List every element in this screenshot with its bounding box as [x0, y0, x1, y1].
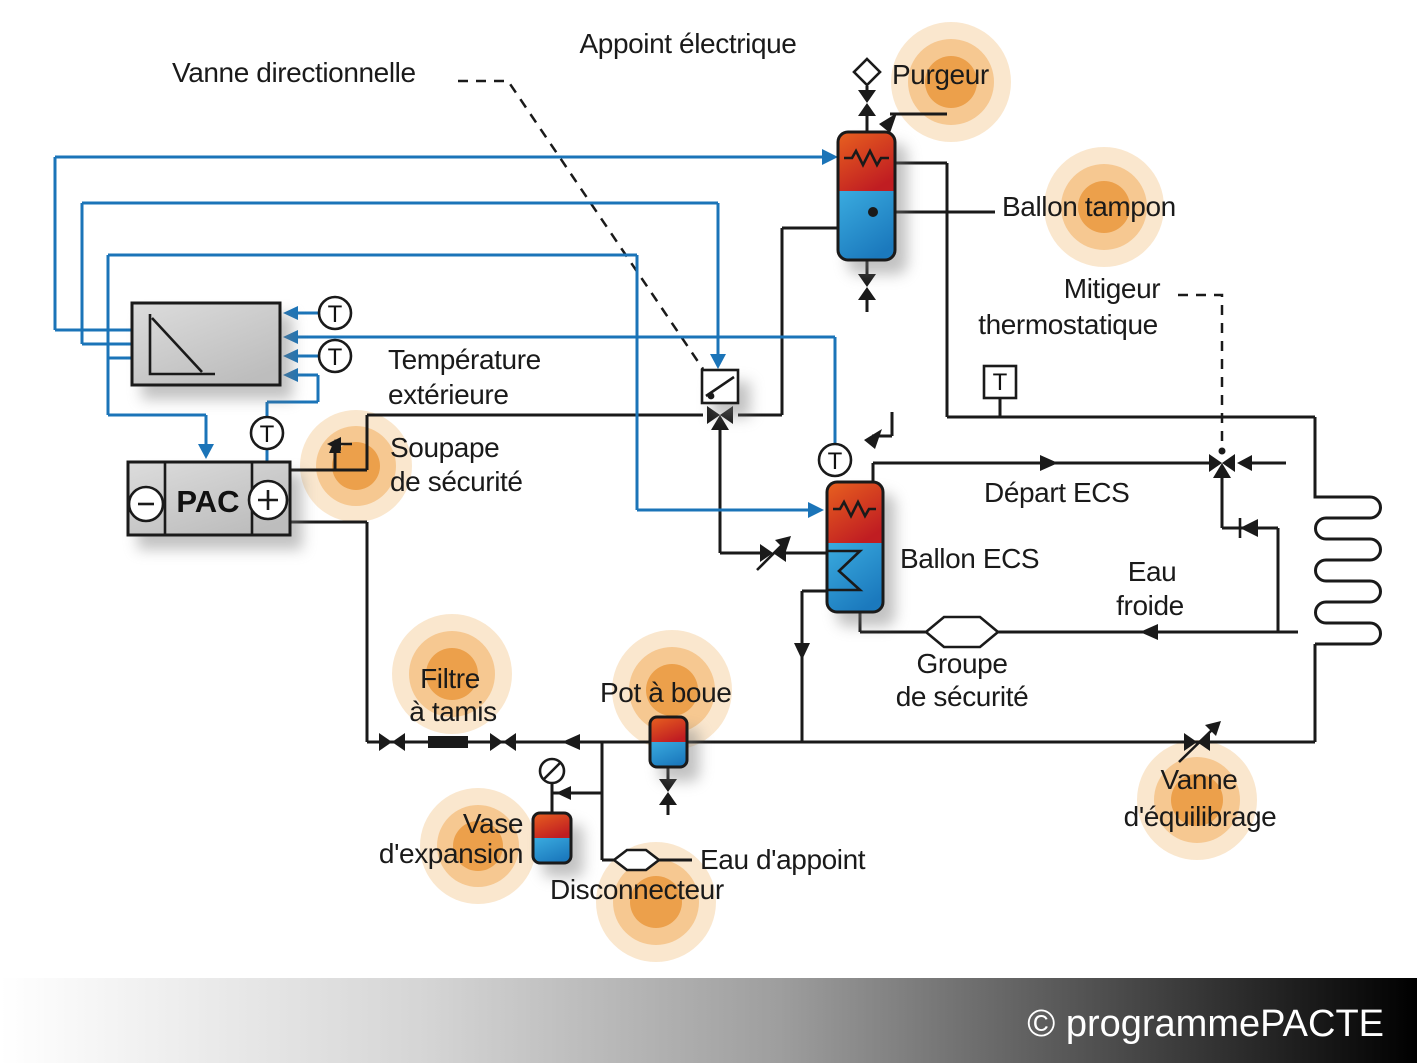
- mixing-valve-icon: [1209, 447, 1235, 478]
- shutoff-valve-icon: [379, 733, 516, 751]
- label-ballon-ecs: Ballon ECS: [900, 543, 1039, 574]
- glow-pot-a-boue: [612, 630, 732, 750]
- label-eau-appoint: Eau d'appoint: [700, 844, 866, 875]
- black-pipes: [290, 86, 1382, 862]
- glow-vase: [420, 788, 536, 904]
- disconnecteur-icon: [611, 848, 662, 872]
- balancing-valve-icon: [1178, 721, 1221, 763]
- label-pot-a-boue: Pot à boue: [600, 677, 731, 708]
- glow-filtre: [392, 614, 512, 734]
- mitigeur-leader: [1178, 293, 1224, 449]
- electric-heater-icon: [844, 148, 889, 168]
- isolation-valve-icon: [538, 757, 566, 785]
- label-filtre-1: Filtre: [420, 663, 480, 694]
- label-vanne-eq-2: d'équilibrage: [1124, 801, 1277, 832]
- label-vase-2: d'expansion: [379, 838, 523, 869]
- label-purgeur: Purgeur: [892, 59, 989, 90]
- label-soupape-1: Soupape: [390, 432, 499, 463]
- svg-text:T: T: [328, 301, 343, 328]
- regulating-valve-icon: [756, 536, 791, 571]
- pac-label: PAC: [176, 484, 239, 519]
- label-depart-ecs: Départ ECS: [984, 477, 1129, 508]
- heating-curve-controller: [130, 301, 282, 387]
- glow-ballon-tampon: [1044, 147, 1164, 267]
- glow-vanne-equilibrage: [1137, 740, 1257, 860]
- svg-text:T: T: [328, 344, 343, 371]
- copyright-text: © programmePACTE: [1027, 1003, 1384, 1045]
- thermostat-icon: T: [982, 364, 1018, 400]
- temp-sensor-icon: T: [317, 338, 353, 374]
- directional-valve-icon: [700, 368, 740, 430]
- ballon-ecs-tank: [825, 480, 885, 614]
- label-eau-froide-2: froide: [1116, 590, 1184, 621]
- glow-soupape: [300, 410, 412, 522]
- heating-coil: [1313, 417, 1382, 742]
- drain-valve-tampon-icon: [858, 274, 876, 300]
- strainer-filter-icon: [428, 736, 468, 748]
- heating-curve-icon: [151, 317, 203, 373]
- ballon-tampon-tank: [836, 130, 897, 262]
- label-groupe-2: de sécurité: [896, 681, 1029, 712]
- drain-valve-pot-icon: [659, 779, 677, 805]
- temp-sensor-icon: T: [817, 442, 853, 478]
- label-mitigeur-1: Mitigeur: [1064, 273, 1160, 304]
- safety-valve-icon: [327, 437, 352, 453]
- label-groupe-1: Groupe: [917, 648, 1008, 679]
- blue-pipes: [53, 149, 838, 518]
- label-appoint-electrique: Appoint électrique: [580, 28, 797, 59]
- label-temperature-1: Température: [388, 344, 541, 375]
- glow-disconnecteur: [596, 842, 716, 962]
- vanne-directionnelle-leader: [458, 79, 705, 370]
- temp-sensor-icon: T: [317, 295, 353, 331]
- pac-unit: PAC: [126, 460, 292, 537]
- curve-axes-icon: [148, 314, 215, 376]
- footer-bar: © programmePACTE: [0, 978, 1417, 1063]
- svg-text:T: T: [828, 448, 843, 475]
- sensor-dot: [868, 207, 878, 217]
- label-vase-1: Vase: [463, 808, 523, 839]
- label-temperature-2: extérieure: [388, 379, 509, 410]
- label-ballon-tampon: Ballon tampon: [1002, 191, 1176, 222]
- label-disconnecteur: Disconnecteur: [550, 874, 724, 905]
- label-eau-froide-1: Eau: [1128, 556, 1177, 587]
- diagram-labels: Vanne directionnelle Appoint électrique …: [172, 28, 1277, 905]
- air-vent-purgeur-icon: [852, 57, 882, 116]
- electric-heater-icon: [833, 499, 876, 519]
- label-filtre-2: à tamis: [409, 696, 496, 727]
- internal-coil-icon: [827, 549, 864, 592]
- label-vanne-directionnelle: Vanne directionnelle: [172, 57, 416, 88]
- label-mitigeur-2: thermostatique: [978, 309, 1158, 340]
- check-valve-icon: [1238, 518, 1258, 538]
- pot-a-boue-vessel: [648, 715, 689, 769]
- svg-text:T: T: [260, 421, 275, 448]
- glow-purgeur: [891, 22, 1011, 142]
- label-soupape-2: de sécurité: [390, 466, 523, 497]
- flow-arrows: [556, 113, 1252, 800]
- svg-text:T: T: [993, 369, 1008, 396]
- highlight-glows: [300, 22, 1257, 962]
- temp-sensor-icon: T: [249, 415, 285, 451]
- label-vanne-eq-1: Vanne: [1161, 764, 1238, 795]
- expansion-vessel: [531, 811, 573, 865]
- groupe-securite-icon: [923, 615, 1001, 649]
